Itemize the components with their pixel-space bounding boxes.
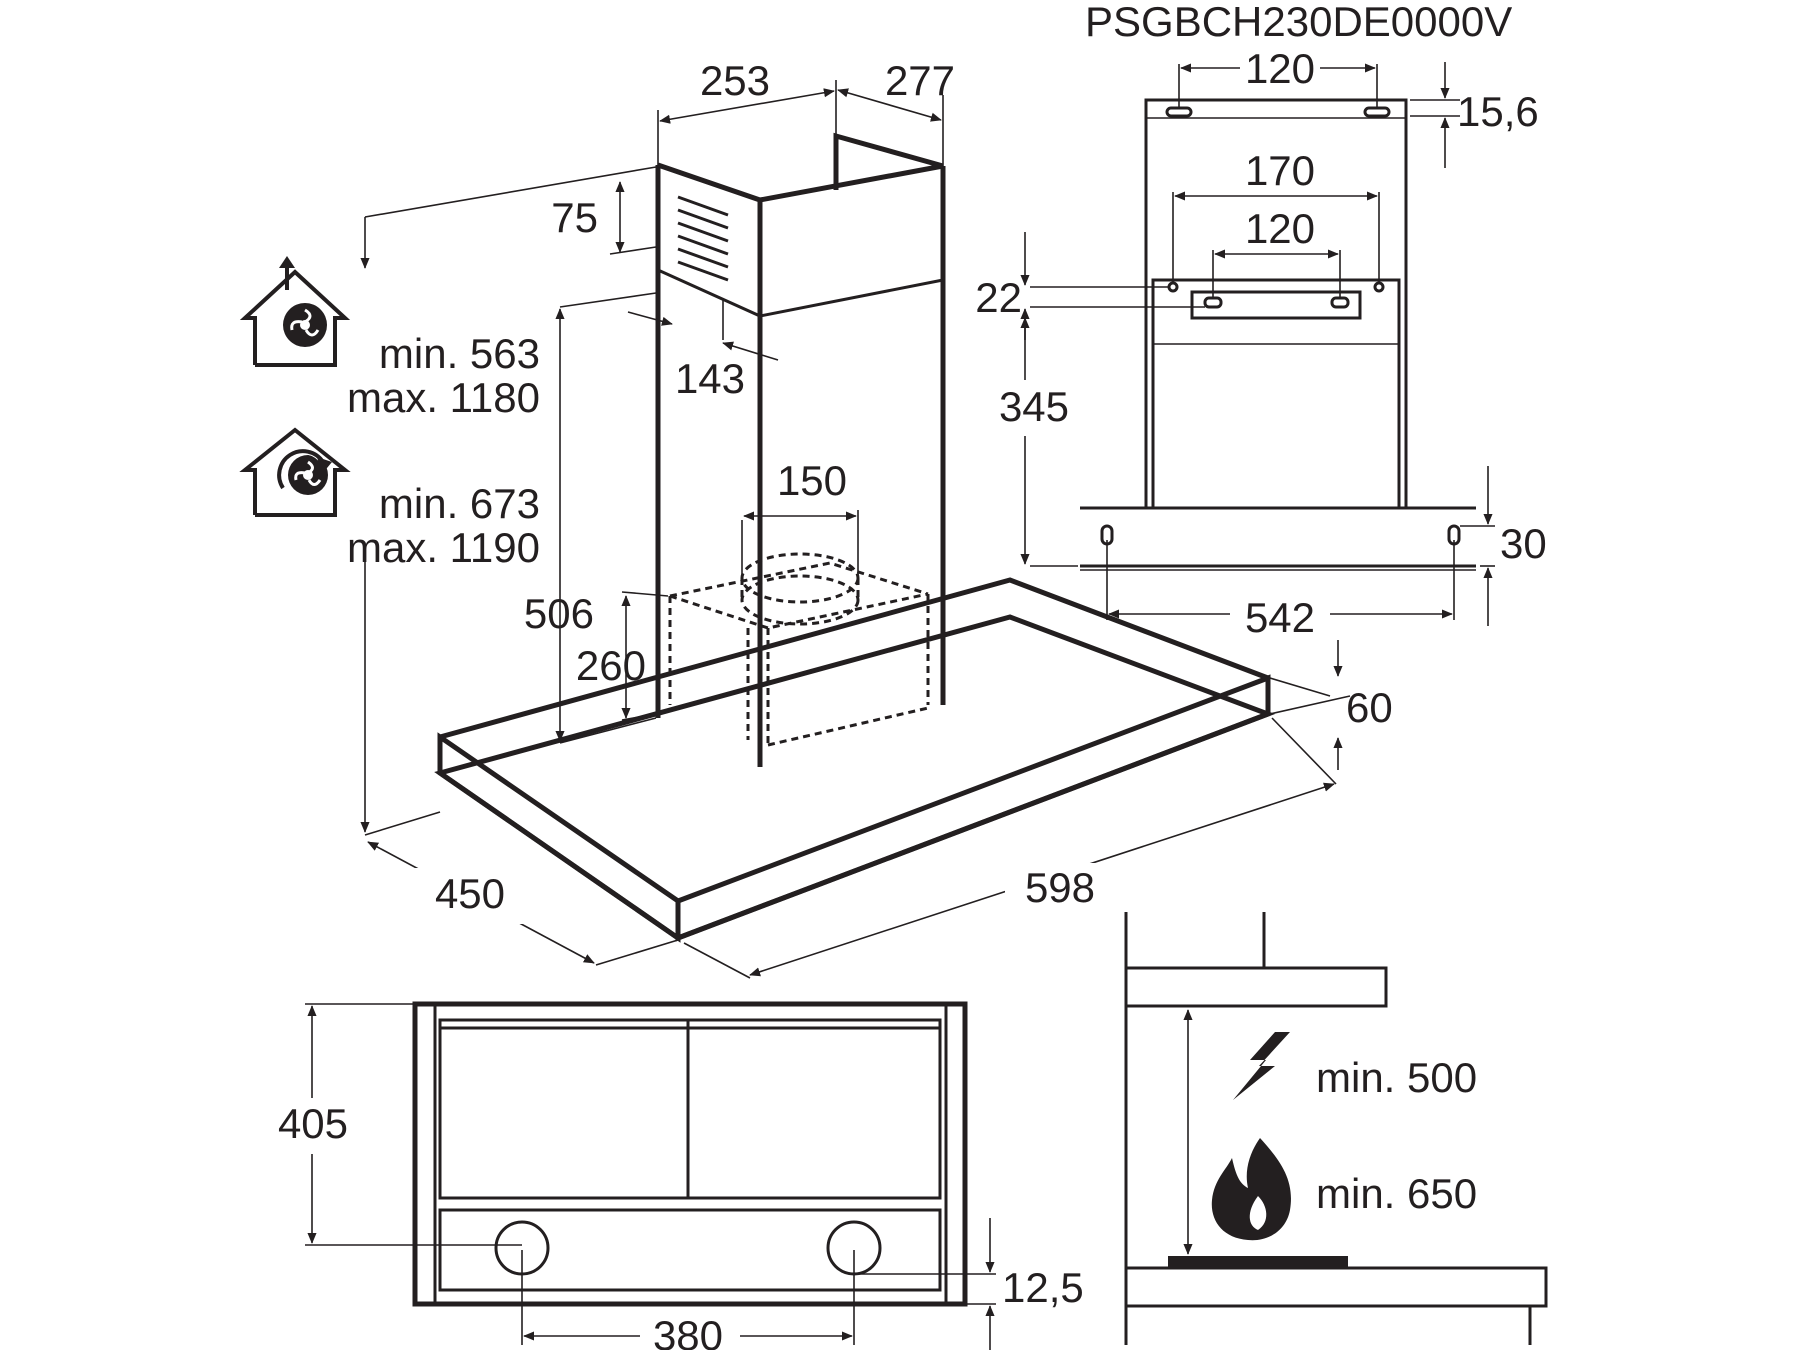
bottom-view: 405 380 12,5: [268, 1001, 1084, 1355]
hood-underside: [412, 1001, 968, 1307]
inner-bracket: [1151, 278, 1401, 510]
motor-box-hidden: [668, 552, 930, 747]
clearance-view: min. 500 min. 650: [1124, 912, 1548, 1345]
dim-label-598: 598: [1025, 864, 1095, 911]
recirculation-max-label: max. 1190: [347, 524, 540, 571]
model-code: PSGBCH230DE0000V: [1085, 0, 1512, 45]
dim-chimney-min-height: 506: [524, 292, 657, 744]
dim-label-143: 143: [675, 355, 745, 402]
lightning-icon: [1233, 1032, 1290, 1100]
dim-405-gap: [268, 1098, 358, 1154]
outer-hole-right: [1373, 281, 1385, 293]
dim-label-380: 380: [653, 1312, 723, 1350]
light-panel: [438, 1208, 942, 1292]
recirculation-house-icon: [239, 427, 351, 517]
dim-canopy-depth: 450: [367, 841, 679, 966]
dim-label-542: 542: [1245, 594, 1315, 641]
dim-label-top-120: 120: [1245, 45, 1315, 92]
dim-grille-offset: 75: [364, 166, 657, 255]
dim-label-450: 450: [435, 870, 505, 917]
grease-filters: [438, 1018, 942, 1200]
dim-label-253: 253: [700, 57, 770, 104]
main-hood-view: 253 277 75 143 150: [360, 57, 1393, 979]
extraction-max-label: max. 1180: [347, 374, 540, 421]
dim-duct-diameter: 150: [741, 457, 859, 575]
hob: [1168, 1256, 1348, 1268]
dim-label-30: 30: [1500, 520, 1547, 567]
dim-chimney-width: 253: [657, 57, 837, 165]
dim-canopy-width: 598: [683, 717, 1337, 979]
dim-total-height: [360, 217, 441, 836]
flame-icon: [1211, 1138, 1291, 1241]
dim-label-12-5: 12,5: [1002, 1264, 1084, 1311]
dim-label-277: 277: [885, 57, 955, 104]
electric-min-label: min. 500: [1316, 1054, 1477, 1101]
dim-label-22: 22: [975, 274, 1022, 321]
dim-label-150: 150: [777, 457, 847, 504]
dim-label-60: 60: [1346, 684, 1393, 731]
dim-345-gap: [985, 380, 1065, 436]
dim-chimney-gap: 143: [627, 298, 779, 402]
bracket-view: 120 15,6 170 120 22 345 30: [975, 45, 1546, 641]
dim-label-15-6: 15,6: [1457, 88, 1539, 135]
extraction-min-label: min. 563: [379, 330, 540, 377]
dim-450-gap: [415, 868, 525, 924]
extraction-house-icon: [239, 256, 351, 367]
dim-chimney-depth: 277: [837, 57, 955, 166]
dim-label-345: 345: [999, 383, 1069, 430]
top-hole-left: [1165, 106, 1193, 118]
worktop: [1124, 1266, 1548, 1308]
chimney: [655, 132, 946, 767]
top-hole-right: [1363, 106, 1391, 118]
dim-canopy-thickness: 60: [1269, 640, 1393, 770]
dim-label-260: 260: [576, 642, 646, 689]
dim-label-170: 170: [1245, 147, 1315, 194]
dim-380-gap: [640, 1312, 740, 1352]
dim-label-506: 506: [524, 590, 594, 637]
recirculation-mode: min. 673 max. 1190: [239, 427, 540, 571]
gas-min-label: min. 650: [1316, 1170, 1477, 1217]
dim-label-405: 405: [278, 1100, 348, 1147]
recirculation-min-label: min. 673: [379, 480, 540, 527]
dim-label-75: 75: [551, 194, 598, 241]
dim-box-height: 260: [576, 591, 669, 721]
mounting-rail: [1190, 290, 1362, 320]
dim-label-inner-120: 120: [1245, 205, 1315, 252]
extraction-mode: min. 563 max. 1180: [239, 256, 540, 421]
dim-542-gap: [1230, 590, 1330, 640]
dim-598-gap: [1005, 863, 1115, 919]
hood-section: [1124, 966, 1388, 1008]
ventilation-grille: [677, 195, 729, 282]
outer-hole-left: [1167, 281, 1179, 293]
